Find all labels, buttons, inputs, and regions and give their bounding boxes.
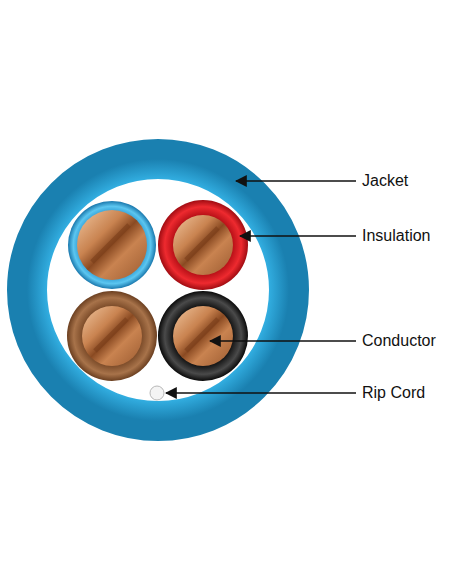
leader-line <box>166 392 356 394</box>
leader-line <box>240 235 356 237</box>
leader-lines <box>166 181 356 393</box>
part-label: Jacket <box>362 171 408 191</box>
wire-red <box>158 200 248 290</box>
part-label: Rip Cord <box>362 383 425 403</box>
wire-brown <box>67 291 157 381</box>
leader-line <box>236 180 356 182</box>
rip-cord <box>150 386 164 400</box>
part-label: Conductor <box>362 331 436 351</box>
wire-black <box>158 291 248 381</box>
part-label: Insulation <box>362 226 431 246</box>
jacket <box>27 159 289 421</box>
leader-line <box>210 340 356 342</box>
wire-blue <box>68 201 156 289</box>
